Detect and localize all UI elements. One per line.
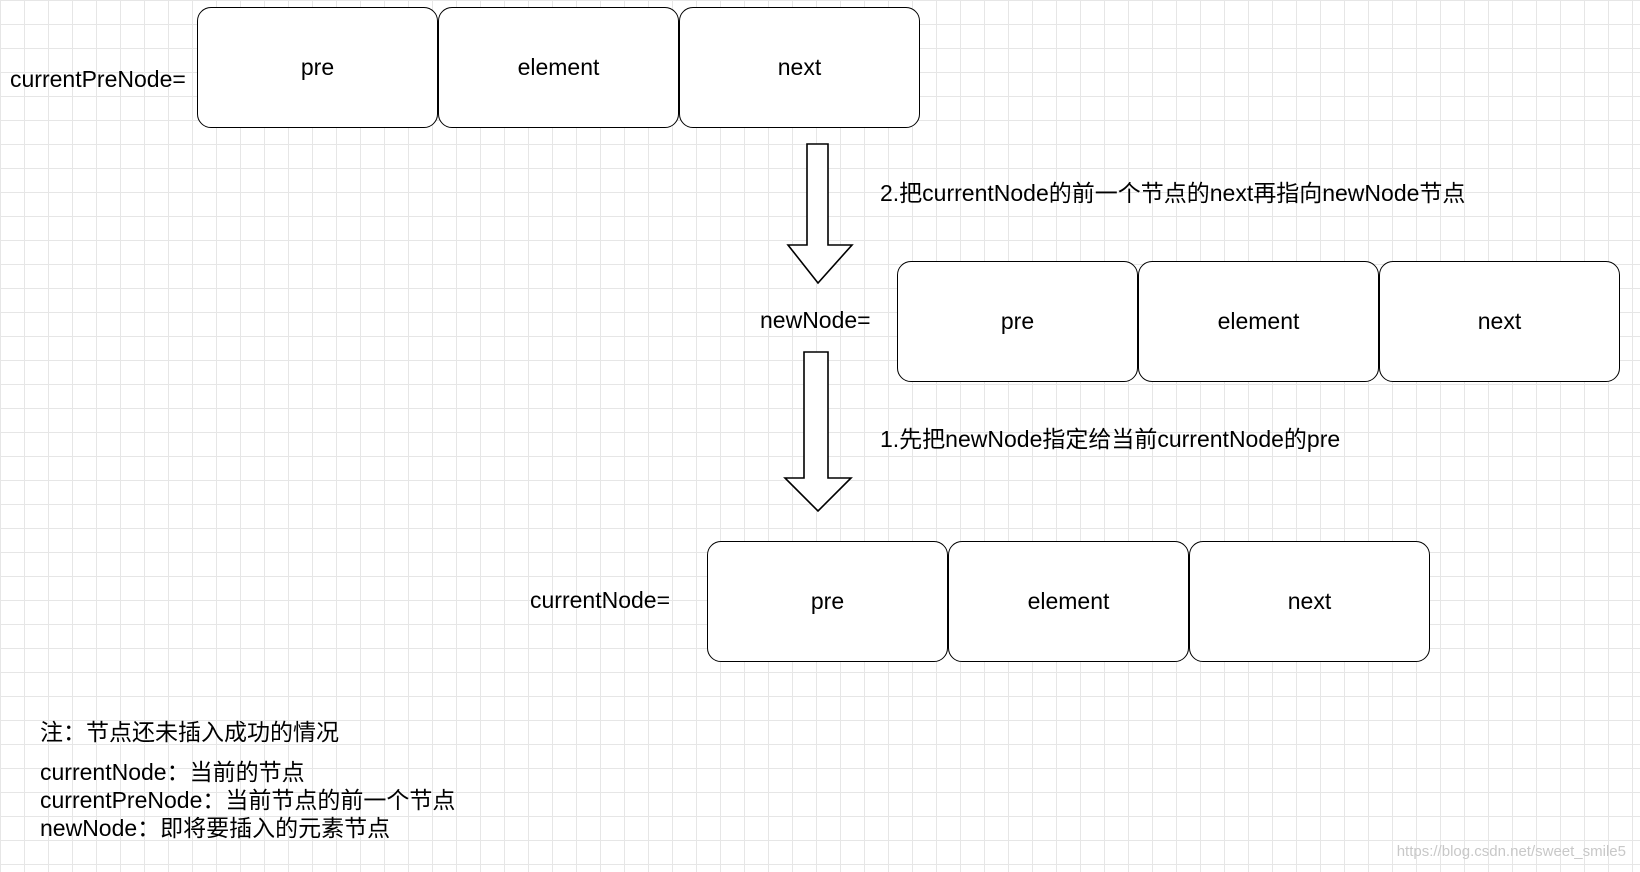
current-pre-node-label: currentPreNode=	[10, 66, 186, 92]
new-node-pre-field: pre	[897, 261, 1138, 382]
current-node-element-field: element	[948, 541, 1189, 662]
down-arrow-upper	[786, 143, 854, 285]
current-pre-node-element-field: element	[438, 7, 679, 128]
current-pre-node-next-field: next	[679, 7, 920, 128]
note-line-current-pre-node: currentPreNode：当前节点的前一个节点	[40, 787, 456, 813]
note-line-new-node: newNode：即将要插入的元素节点	[40, 815, 391, 841]
new-node: pre element next	[897, 261, 1620, 382]
note-line-current-node: currentNode：当前的节点	[40, 759, 305, 785]
step-1-text: 1.先把newNode指定给当前currentNode的pre	[880, 426, 1341, 452]
watermark-text: https://blog.csdn.net/sweet_smile5	[1396, 843, 1626, 860]
current-node-pre-field: pre	[707, 541, 948, 662]
note-title: 注：节点还未插入成功的情况	[40, 719, 339, 745]
current-pre-node-pre-field: pre	[197, 7, 438, 128]
current-node: pre element next	[707, 541, 1430, 662]
down-arrow-lower	[783, 351, 853, 513]
new-node-next-field: next	[1379, 261, 1620, 382]
step-2-text: 2.把currentNode的前一个节点的next再指向newNode节点	[880, 180, 1466, 206]
new-node-label: newNode=	[760, 307, 871, 333]
new-node-element-field: element	[1138, 261, 1379, 382]
current-pre-node: pre element next	[197, 7, 920, 128]
current-node-next-field: next	[1189, 541, 1430, 662]
current-node-label: currentNode=	[530, 587, 670, 613]
